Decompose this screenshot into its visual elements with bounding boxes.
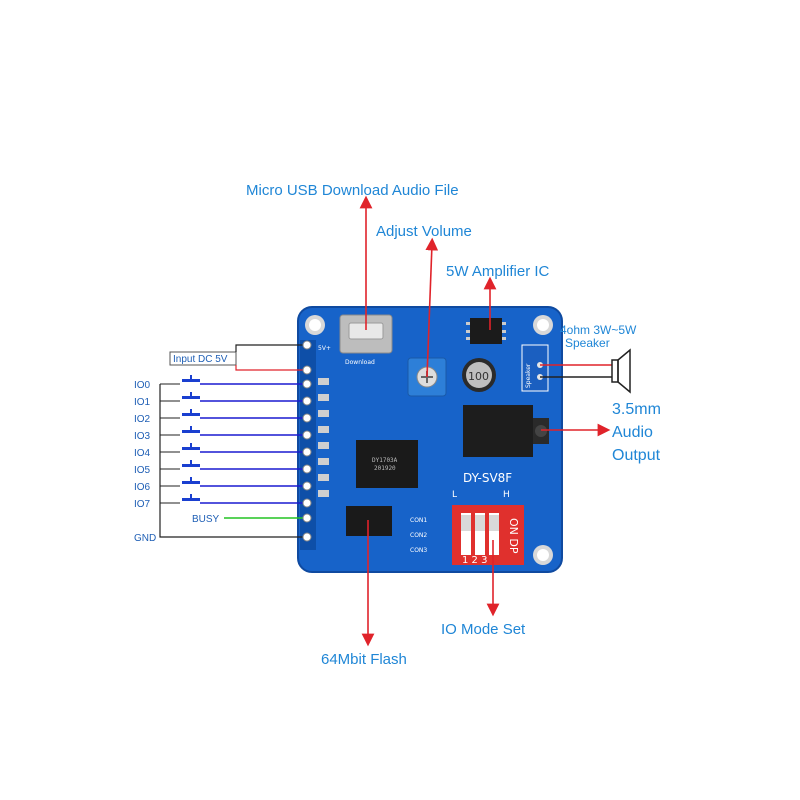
silk-5v: 5V+ (318, 345, 331, 352)
io-pin-label: IO4 (134, 448, 151, 459)
mounting-hole (305, 315, 325, 335)
con3-label: CON3 (410, 547, 427, 554)
label-amp: 5W Amplifier IC (446, 263, 550, 280)
label-jack-2: Audio (612, 424, 653, 441)
push-button-icon (182, 443, 200, 450)
label-jack-3: Output (612, 447, 661, 464)
push-button-icon (182, 460, 200, 467)
header-pin (302, 396, 312, 406)
label-speaker-1: 4ohm 3W~5W (560, 323, 637, 337)
header-pin (302, 532, 312, 542)
main-decoder-chip: DY1703A 201920 (356, 440, 418, 488)
input-dc-box (169, 351, 237, 366)
silk-download: Download (345, 359, 375, 366)
header-pin (302, 413, 312, 423)
mounting-hole (533, 545, 553, 565)
gnd-label: GND (134, 533, 156, 544)
header-pin (302, 340, 312, 350)
io-pin-row: IO3 (134, 426, 312, 442)
silk-speaker: Speaker (525, 363, 532, 388)
push-button-icon (182, 392, 200, 399)
capacitor-value: 100 (468, 370, 489, 383)
io-pin-row: IO6 (134, 477, 312, 493)
audio-jack (463, 405, 549, 457)
io-pin-label: IO2 (134, 414, 151, 425)
amplifier-chip (466, 318, 506, 344)
header-pin (302, 365, 312, 375)
label-jack-1: 3.5mm (612, 401, 661, 418)
io-pin-label: IO6 (134, 482, 151, 493)
io-pin-label: IO1 (134, 397, 151, 408)
io-pin-label: IO0 (134, 380, 151, 391)
push-button-icon (182, 494, 200, 501)
label-volume: Adjust Volume (376, 223, 472, 240)
dip-switch: ON DP 1 2 3 (452, 505, 524, 566)
header-pin (302, 379, 312, 389)
header-pin (302, 498, 312, 508)
micro-usb-port (339, 314, 393, 354)
board-model: DY-SV8F (463, 471, 512, 485)
label-speaker-2: Speaker (565, 336, 610, 350)
label-iomode: IO Mode Set (441, 621, 526, 638)
header-pin (302, 481, 312, 491)
con2-label: CON2 (410, 532, 427, 539)
chip-main-sub: 201920 (374, 465, 396, 472)
io-pin-row: IO5 (134, 460, 312, 476)
dip-on-label: ON DP (507, 518, 520, 554)
io-pin-row: IO4 (134, 443, 312, 459)
label-usb: Micro USB Download Audio File (246, 182, 459, 199)
chip-main-label: DY1703A (372, 457, 398, 464)
pcb-board: Download 5V+ 100 Speaker (297, 306, 563, 573)
con1-label: CON1 (410, 517, 427, 524)
io-pin-label: IO5 (134, 465, 151, 476)
push-button-icon (182, 375, 200, 382)
wiring: Input DC 5V BUSY GND (134, 344, 304, 544)
dip-number-label: 1 2 3 (462, 555, 487, 566)
busy-label: BUSY (192, 514, 220, 525)
header-pin (302, 447, 312, 457)
push-button-icon (182, 409, 200, 416)
gnd-wire (159, 384, 304, 538)
mounting-hole (533, 315, 553, 335)
io-pin-row: IO0 (134, 375, 312, 391)
label-flash: 64Mbit Flash (321, 651, 407, 668)
io-pin-row: IO2 (134, 409, 312, 425)
switch-low: L (452, 490, 457, 500)
io-pin-label: IO3 (134, 431, 151, 442)
flash-chip (346, 506, 392, 536)
resistor-array (318, 378, 329, 497)
header-pin (302, 513, 312, 523)
io-pin-row: IO7 (134, 494, 312, 510)
input-dc-label: Input DC 5V (173, 354, 228, 365)
header-pins (300, 340, 316, 550)
push-button-icon (182, 477, 200, 484)
capacitor: 100 (462, 358, 496, 392)
header-pin (302, 464, 312, 474)
io-pin-label: IO7 (134, 499, 151, 510)
arrow-volume (425, 237, 439, 378)
switch-high: H (503, 490, 510, 500)
push-button-icon (182, 426, 200, 433)
speaker-icon (611, 348, 631, 394)
header-pin (302, 430, 312, 440)
io-pin-row: IO1 (134, 392, 312, 408)
speaker-terminal (521, 344, 549, 392)
callout-arrows (359, 195, 631, 647)
